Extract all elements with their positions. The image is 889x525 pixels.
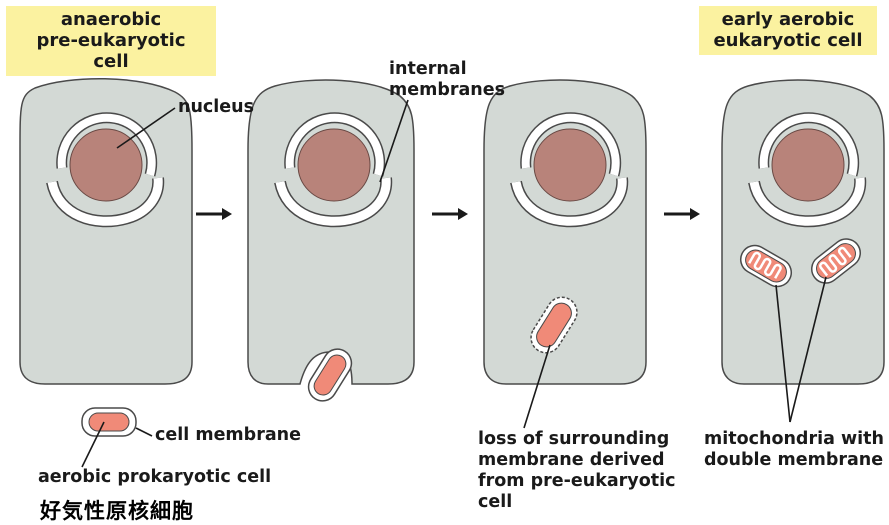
arrow-1-head — [222, 208, 232, 220]
internal-membranes-label: internal membranes — [389, 59, 505, 101]
cell-3-nucleus — [534, 129, 606, 201]
japanese-caption: 好気性原核細胞 — [40, 495, 194, 525]
mitochondria-line-1: mitochondria with — [704, 429, 884, 450]
aerobic-prokaryote-label: aerobic prokaryotic cell — [38, 467, 271, 488]
arrow-3-head — [690, 208, 700, 220]
mitochondria-label: mitochondria with double membrane — [704, 429, 884, 471]
cell-3-body — [484, 80, 646, 384]
loss-membrane-label: loss of surrounding membrane derived fro… — [478, 429, 675, 513]
cell-1-nucleus — [70, 129, 142, 201]
cell-2-body — [248, 80, 414, 384]
aerobic-prokaryote — [82, 408, 136, 436]
leader-lines — [82, 100, 826, 467]
nucleus-label: nucleus — [178, 97, 254, 118]
loss-membrane-line-4: cell — [478, 492, 675, 513]
cell-3 — [484, 80, 646, 384]
loss-membrane-line-3: from pre-eukaryotic — [478, 471, 675, 492]
cell-1 — [20, 79, 192, 384]
cell-4 — [722, 80, 884, 384]
cell-membrane-leader — [136, 428, 152, 436]
cell-2-nucleus — [298, 129, 370, 201]
cell-4-nucleus — [772, 129, 844, 201]
cell-membrane-label: cell membrane — [155, 425, 301, 446]
prokaryote-body — [89, 413, 129, 431]
cell-1-body — [20, 79, 192, 384]
mitochondria-line-2: double membrane — [704, 450, 884, 471]
cell-4-body — [722, 80, 884, 384]
arrow-2-head — [458, 208, 468, 220]
loss-membrane-line-1: loss of surrounding — [478, 429, 675, 450]
internal-membranes-line-2: membranes — [389, 80, 505, 101]
cell-2 — [248, 80, 414, 406]
loss-membrane-line-2: membrane derived — [478, 450, 675, 471]
internal-membranes-line-1: internal — [389, 59, 505, 80]
